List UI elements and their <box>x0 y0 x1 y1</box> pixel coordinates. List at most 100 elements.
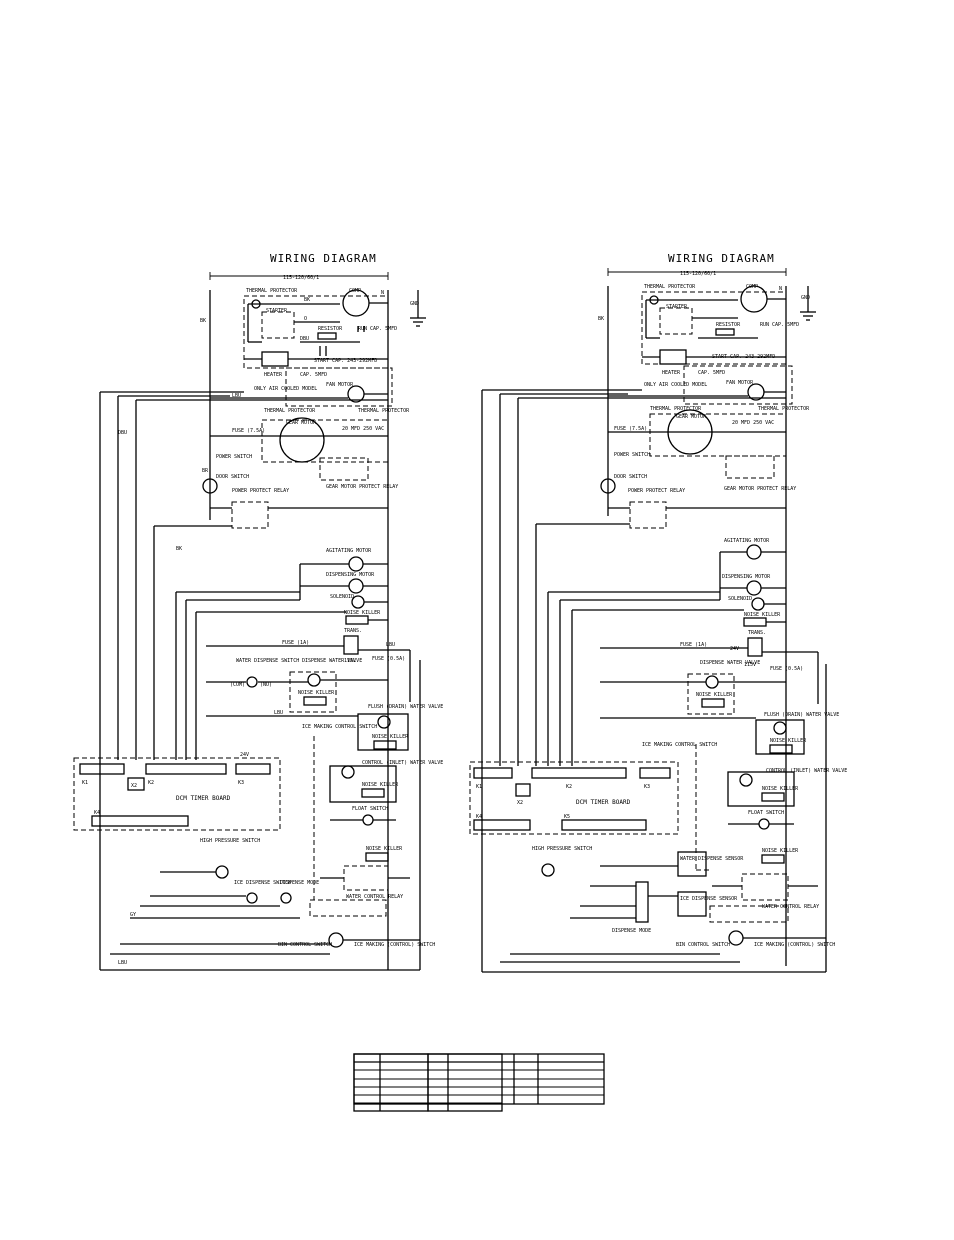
wire-label-o: O <box>304 316 307 322</box>
power-protect-relay-box <box>629 501 667 529</box>
bin-control-switch-icon <box>328 932 344 948</box>
noise-killer-1-label: NOISE KILLER <box>344 610 381 616</box>
ice-making-control-label: ICE MAKING CONTROL SWITCH <box>642 742 717 748</box>
comp-label: COMP. <box>746 284 761 290</box>
power-switch-label: POWER SWITCH <box>614 452 650 458</box>
k1-label: K1 <box>82 780 88 786</box>
control-valve-group <box>329 765 397 803</box>
wire-color-legend-table <box>353 1053 605 1112</box>
lower-control-group <box>309 899 387 917</box>
flush-valve-label: FLUSH (DRAIN) WATER VALVE <box>764 712 839 718</box>
dispense-valve-group <box>687 673 735 715</box>
power-switch-label: POWER SWITCH <box>216 454 252 460</box>
resistor-label: RESISTOR <box>318 326 343 332</box>
fan-motor-group <box>683 365 793 405</box>
wiring-diagram-right: WIRING DIAGRAM 115-120/60/1 GND BK N THE… <box>469 252 847 973</box>
k2-connector <box>145 763 227 775</box>
noise-killer-5-icon <box>365 852 389 862</box>
ground-symbol: GND <box>800 286 816 321</box>
fuse-main-label: FUSE (7.5A) <box>232 428 265 434</box>
k2-label: K2 <box>566 784 572 790</box>
thermal-protector-3-label: THERMAL PROTECTOR <box>358 408 410 414</box>
gear-cap-label: 20 MFD 250 VAC <box>732 420 774 426</box>
x2-label: X2 <box>517 800 523 806</box>
thermal-protector-label: THERMAL PROTECTOR <box>644 284 696 290</box>
dispense-mode-label: DISPENSE MODE <box>612 928 651 934</box>
bin-control-label: BIN CONTROL SWITCH <box>278 942 332 948</box>
solenoid-label: SOLENOID <box>728 596 752 602</box>
supply-rating: 115-120/60/1 <box>680 271 716 277</box>
ground-symbol: GND <box>410 290 426 327</box>
ice-dispense-sensor-box <box>677 891 707 917</box>
lower-control-group <box>709 905 789 923</box>
fuse-05a-label: FUSE (0.5A) <box>372 656 405 662</box>
starter-box <box>261 311 295 339</box>
noise-killer-2-icon <box>303 696 327 706</box>
compressor-group <box>641 291 787 365</box>
noise-killer-3-label: NOISE KILLER <box>770 738 807 744</box>
gear-motor-label: GEAR MOTOR <box>286 420 317 426</box>
noise-killer-2-label: NOISE KILLER <box>298 690 335 696</box>
ice-making-control-2-label: ICE MAKING (CONTROL) SWITCH <box>354 942 435 948</box>
control-valve-group <box>727 771 795 807</box>
k3-label: K3 <box>238 780 244 786</box>
starter-label: STARTER <box>266 308 288 314</box>
resistor-icon <box>317 332 337 340</box>
compressor-group <box>243 295 389 369</box>
dispense-mode-label: DISPENSE MODE <box>280 880 319 886</box>
run-cap-label: RUN CAP. 5MFD <box>760 322 799 328</box>
resistor-icon <box>715 328 735 336</box>
fan-motor-label: FAN MOTOR <box>726 380 754 386</box>
float-switch-icon <box>362 814 374 826</box>
diagram-title: WIRING DIAGRAM <box>668 252 775 265</box>
v24-label: 24V <box>730 646 739 652</box>
dispense-water-valve-icon <box>307 673 321 687</box>
noise-killer-4-label: NOISE KILLER <box>362 782 399 788</box>
v115-label: 115V <box>344 658 356 664</box>
fan-cap-label: CAP. 5MFD <box>698 370 725 376</box>
starter-box <box>659 307 693 335</box>
resistor-label: RESISTOR <box>716 322 741 328</box>
air-cooled-label: ONLY AIR COOLED MODEL <box>254 386 317 392</box>
dcm-timer-board <box>73 757 281 831</box>
k4-connector <box>91 815 189 827</box>
door-switch-icon <box>202 478 218 494</box>
dispense-water-valve-label: DISPENSE WATER VALVE <box>700 660 760 666</box>
starter-label: STARTER <box>666 304 688 310</box>
power-protect-relay-box <box>231 501 269 529</box>
bin-control-switch-icon <box>728 930 744 946</box>
ice-dispense-sensor-label: ICE DISPENSE SENSOR <box>680 896 738 902</box>
k5-connector <box>561 819 647 831</box>
gear-motor-group <box>649 413 787 457</box>
flush-valve-icon <box>377 715 391 729</box>
noise-killer-2-label: NOISE KILLER <box>696 692 733 698</box>
noise-killer-1-label: NOISE KILLER <box>744 612 781 618</box>
v115-label: 115V <box>744 662 756 668</box>
transformer-icon <box>343 635 359 655</box>
board-label: DCM TIMER BOARD <box>576 799 631 806</box>
water-dispense-sensor-label: WATER DISPENSE SENSOR <box>680 856 744 862</box>
control-valve-icon <box>739 773 753 787</box>
wire-label-gy: GY <box>130 912 136 918</box>
wire-label-bk: BK <box>176 546 182 552</box>
noise-killer-4-icon <box>761 792 785 802</box>
noise-killer-4-label: NOISE KILLER <box>762 786 799 792</box>
agitating-motor-label: AGITATING MOTOR <box>326 548 372 554</box>
water-control-relay-label: WATER CONTROL RELAY <box>346 894 403 900</box>
dispensing-motor-label: DISPENSING MOTOR <box>326 572 375 578</box>
x2-connector <box>127 777 145 791</box>
noise-killer-5-label: NOISE KILLER <box>762 848 799 854</box>
gnd-label: GND <box>801 295 810 301</box>
wire-label-bk: BK <box>598 316 604 322</box>
fan-motor-group <box>285 367 393 407</box>
high-pressure-switch-icon <box>541 863 555 877</box>
noise-killer-3-label: NOISE KILLER <box>372 734 409 740</box>
water-dispense-switch-label: WATER DISPENSE SWITCH <box>236 658 299 664</box>
door-switch-label: DOOR SWITCH <box>216 474 249 480</box>
wire-label-lbu: LBU <box>386 642 395 648</box>
fuse-1a-label: FUSE (1A) <box>282 640 309 646</box>
k2-connector <box>531 767 627 779</box>
k1-connector <box>473 767 513 779</box>
noise-killer-3-icon <box>373 740 397 750</box>
